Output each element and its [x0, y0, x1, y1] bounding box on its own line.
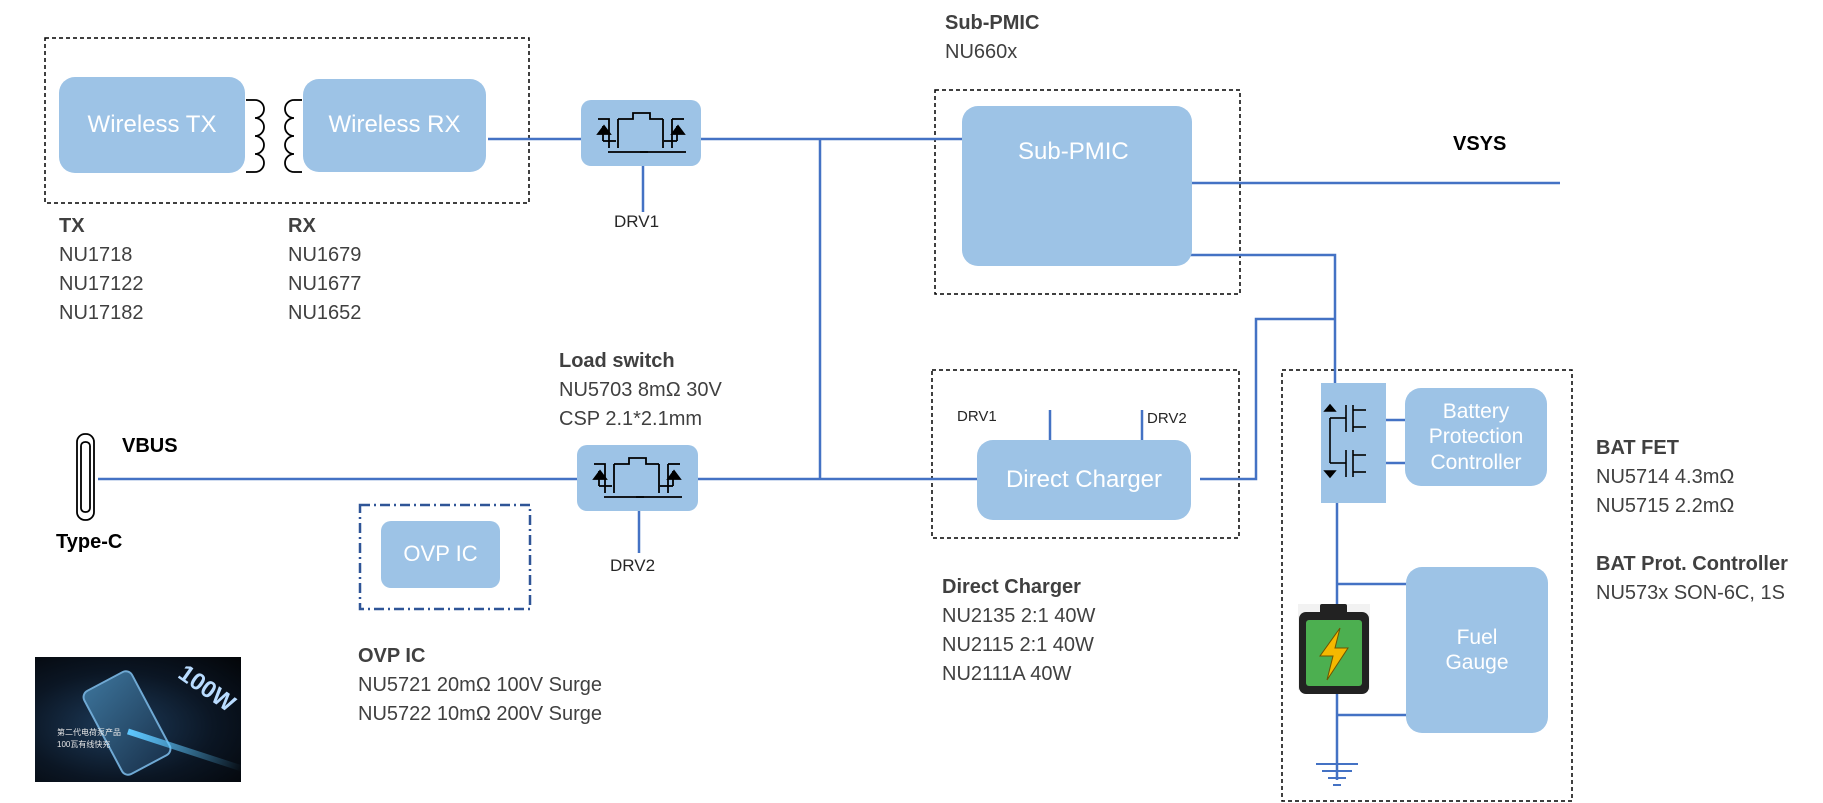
type-c-connector-icon	[76, 433, 95, 521]
sub-pmic-group-box	[934, 89, 1241, 295]
ovp-ic-parts-label: OVP IC NU5721 20mΩ 100V Surge NU5722 10m…	[358, 642, 602, 729]
mosfet-switch-icon-load	[592, 457, 682, 498]
battery-group-box	[1281, 369, 1573, 802]
sub-pmic-parts-label: Sub-PMIC NU660x	[945, 9, 1039, 67]
rx-parts-label: RX NU1679 NU1677 NU1652	[288, 212, 361, 328]
drv2-label: DRV2	[610, 556, 656, 575]
bat-fet-part: NU5715 2.2mΩ	[1596, 495, 1735, 517]
bat-fet-transistor-icon	[1323, 403, 1366, 479]
bat-prot-controller-heading: BAT Prot. Controller	[1596, 553, 1788, 575]
sub-pmic-block-title: Sub-PMIC	[1018, 138, 1129, 165]
direct-charger-part: NU2115 2:1 40W	[942, 634, 1094, 656]
rx-part: NU1677	[288, 273, 362, 295]
direct-charger-heading: Direct Charger	[942, 576, 1081, 598]
ovp-ic-block: OVP IC	[381, 521, 500, 588]
tx-heading: TX	[59, 215, 85, 237]
load-switch-parts-label: Load switch NU5703 8mΩ 30V CSP 2.1*2.1mm	[559, 347, 722, 434]
direct-charger-part: NU2135 2:1 40W	[942, 605, 1096, 627]
sub-pmic-part: NU660x	[945, 41, 1018, 63]
wireless-switch-block	[581, 100, 701, 166]
phone-graphic	[79, 667, 175, 779]
bat-prot-controller-part: NU573x SON-6C, 1S	[1596, 582, 1785, 604]
wireless-tx-block: Wireless TX	[59, 77, 245, 173]
drv1-label: DRV1	[614, 212, 660, 231]
sub-pmic-heading: Sub-PMIC	[945, 12, 1040, 34]
bat-fet-block	[1321, 383, 1386, 503]
ground-icon	[1316, 763, 1358, 786]
bat-prot-controller-parts-label: BAT Prot. Controller NU573x SON-6C, 1S	[1596, 550, 1788, 608]
rx-part: NU1679	[288, 244, 362, 266]
direct-charger-parts-label: Direct Charger NU2135 2:1 40W NU2115 2:1…	[942, 573, 1095, 689]
ovp-ic-part: NU5721 20mΩ 100V Surge	[358, 674, 602, 696]
tx-parts-label: TX NU1718 NU17122 NU17182	[59, 212, 144, 328]
battery-protection-controller-block: Battery Protection Controller	[1405, 388, 1547, 486]
promo-power-text: 100W	[173, 659, 241, 718]
load-switch-block	[577, 445, 698, 511]
rx-heading: RX	[288, 215, 316, 237]
promo-caption-line1: 第二代电荷泵产品	[57, 728, 121, 737]
ovp-ic-heading: OVP IC	[358, 645, 426, 667]
load-switch-heading: Load switch	[559, 350, 675, 372]
direct-charger-part: NU2111A 40W	[942, 663, 1072, 685]
bat-fet-parts-label: BAT FET NU5714 4.3mΩ NU5715 2.2mΩ	[1596, 434, 1734, 521]
load-switch-part: NU5703 8mΩ 30V	[559, 379, 722, 401]
battery-icon	[1298, 604, 1370, 694]
tx-part: NU1718	[59, 244, 133, 266]
ovp-group-box	[358, 503, 532, 611]
transformer-coil-icon	[246, 99, 302, 173]
bat-fet-heading: BAT FET	[1596, 437, 1679, 459]
rx-part: NU1652	[288, 302, 362, 324]
mosfet-switch-icon-wireless	[596, 112, 686, 153]
tx-part: NU17122	[59, 273, 144, 295]
direct-charger-block: Direct Charger	[977, 440, 1191, 520]
promo-caption-line2: 100瓦有线快充	[57, 740, 111, 749]
direct-charger-drv1-label: DRV1	[957, 408, 997, 425]
bat-fet-part: NU5714 4.3mΩ	[1596, 466, 1735, 488]
vsys-label: VSYS	[1453, 133, 1507, 155]
type-c-label: Type-C	[56, 531, 123, 553]
wireless-group-box	[44, 37, 530, 204]
load-switch-package: CSP 2.1*2.1mm	[559, 408, 703, 430]
promo-image: 100W 第二代电荷泵产品 100瓦有线快充	[35, 657, 241, 782]
tx-part: NU17182	[59, 302, 144, 324]
direct-charger-drv2-label: DRV2	[1147, 410, 1187, 427]
ovp-ic-part: NU5722 10mΩ 200V Surge	[358, 703, 602, 725]
sub-pmic-block: Sub-PMIC	[962, 106, 1192, 266]
wireless-rx-block: Wireless RX	[303, 79, 486, 172]
fuel-gauge-block: Fuel Gauge	[1406, 567, 1548, 733]
vbus-label: VBUS	[122, 435, 178, 457]
